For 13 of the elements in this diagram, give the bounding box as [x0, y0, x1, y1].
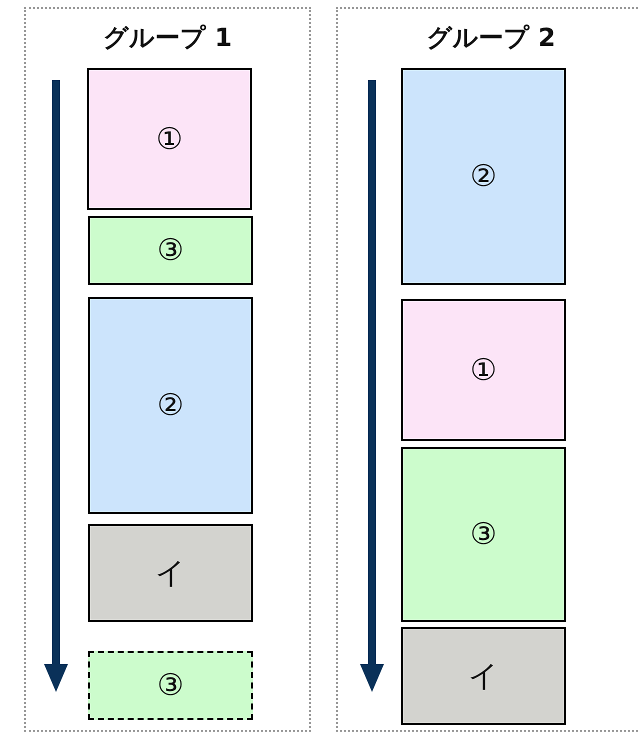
step-box: イ: [401, 627, 566, 725]
step-box: ③: [88, 216, 253, 285]
step-box: ③: [88, 651, 253, 720]
group-heading: グループ 2: [426, 22, 556, 54]
step-box: ②: [401, 68, 566, 285]
group-heading: グループ 1: [102, 22, 232, 54]
group-panel: [24, 7, 311, 732]
group-panel: [336, 7, 639, 732]
step-box: ①: [87, 68, 252, 210]
step-box: ②: [88, 297, 253, 514]
step-box: イ: [88, 524, 253, 622]
step-box: ③: [401, 447, 566, 622]
step-box: ①: [401, 299, 566, 441]
